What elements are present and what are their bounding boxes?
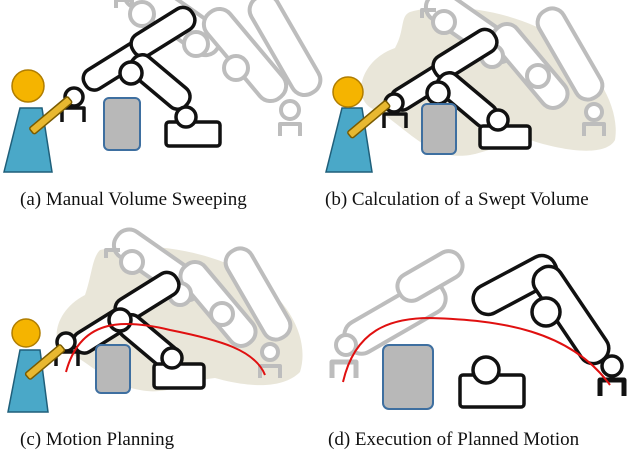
robot-active [458, 253, 627, 409]
panel-c [7, 227, 303, 413]
caption-c: (c) Motion Planning [20, 429, 175, 450]
robot-active [382, 27, 532, 150]
caption-d: (d) Execution of Planned Motion [328, 429, 580, 450]
obstacle [95, 344, 131, 394]
planned-path [65, 322, 266, 376]
robot-active [60, 5, 222, 148]
human-operator [325, 76, 391, 173]
caption-b: (b) Calculation of a Swept Volume [325, 189, 589, 210]
human-operator [3, 69, 73, 173]
ghost-robot-poses [104, 227, 293, 378]
obstacle [382, 344, 434, 410]
panel-b [325, 0, 616, 173]
panel-d [329, 249, 627, 410]
panel-a [3, 0, 323, 173]
planned-path [342, 316, 611, 386]
obstacle [103, 97, 141, 151]
human-operator [7, 318, 66, 413]
caption-a: (a) Manual Volume Sweeping [20, 189, 247, 210]
obstacle [421, 103, 457, 155]
ghost-robot-poses [114, 0, 323, 136]
robot-active [54, 270, 206, 390]
